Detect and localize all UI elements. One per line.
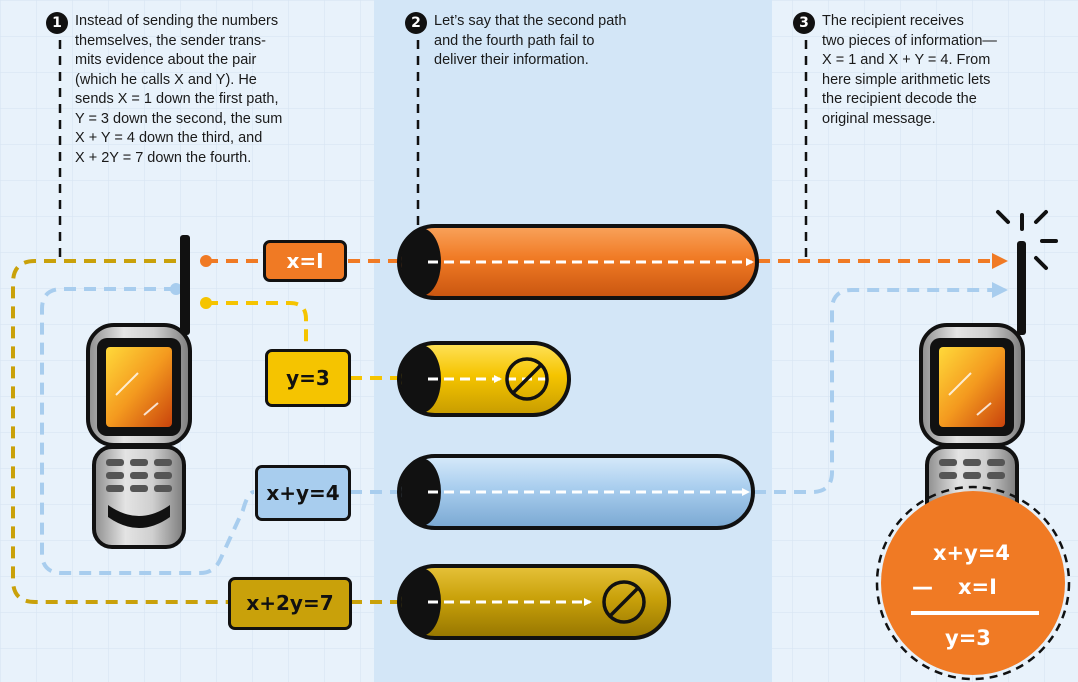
text-line: X + 2Y = 7 down the fourth. <box>75 149 252 166</box>
step-3-text: The recipient receives two pieces of inf… <box>822 12 997 129</box>
text-line: X = 1 and X + Y = 4. From <box>822 52 991 68</box>
text-line: the recipient decode the <box>822 91 977 107</box>
yellow-path-left <box>206 301 308 345</box>
prohibited-icon <box>505 357 549 401</box>
text-line: (which he calls X and Y). He <box>75 71 257 88</box>
result-mask <box>910 533 1036 583</box>
yellow-origin-dot <box>200 297 212 309</box>
step-1-text: Instead of sending the numbers themselve… <box>75 12 282 168</box>
calc-result: y=3 <box>945 626 991 650</box>
text-line: two pieces of information— <box>822 32 997 49</box>
signal-burst-icon <box>996 210 1058 270</box>
cell-phone-icon <box>86 235 192 549</box>
text-line: sends X = 1 down the first path, <box>75 91 279 107</box>
text-line: Let’s say that the second path <box>434 13 627 29</box>
path-1-label: x=I <box>263 240 347 282</box>
gold-path-tube <box>397 564 671 640</box>
text-line: mits evidence about the pair <box>75 52 257 68</box>
path-2-label: y=3 <box>265 349 351 407</box>
calc-line-1: x+y=4 <box>933 541 1011 565</box>
result-rule <box>911 611 1039 615</box>
signal-paths <box>11 253 1008 604</box>
text-line: deliver their information. <box>434 52 589 68</box>
blue-path-out <box>754 282 1008 494</box>
text-line: original message. <box>822 110 936 127</box>
step-3-number: 3 <box>793 12 815 34</box>
text-line: Instead of sending the numbers <box>75 13 279 29</box>
path-4-label: x+2y=7 <box>228 577 352 630</box>
calc-line-2: x=I <box>958 575 997 599</box>
blue-path-tube <box>397 454 755 530</box>
step-2-text: Let’s say that the second path and the f… <box>434 12 626 71</box>
gold-path-left <box>11 259 228 604</box>
path-3-label: x+y=4 <box>255 465 351 521</box>
text-line: here simple arithmetic lets <box>822 71 991 88</box>
orange-origin-dot <box>200 255 212 267</box>
text-line: themselves, the sender trans- <box>75 32 267 49</box>
blue-path-left <box>40 287 255 575</box>
blue-origin-dot <box>170 283 182 295</box>
text-line: X + Y = 4 down the third, and <box>75 130 263 146</box>
text-line: Y = 3 down the second, the sum <box>75 110 283 127</box>
step-1-number: 1 <box>46 12 68 34</box>
calc-minus-sign: — <box>912 575 933 599</box>
yellow-path-tube <box>397 341 571 417</box>
result-circle-outline <box>875 485 1071 681</box>
text-line: The recipient receives <box>822 13 964 29</box>
orange-path-tube <box>397 224 759 300</box>
text-line: and the fourth path fail to <box>434 32 595 49</box>
step-2-number: 2 <box>405 12 427 34</box>
step-leader-lines <box>58 40 808 258</box>
prohibited-icon <box>602 580 646 624</box>
